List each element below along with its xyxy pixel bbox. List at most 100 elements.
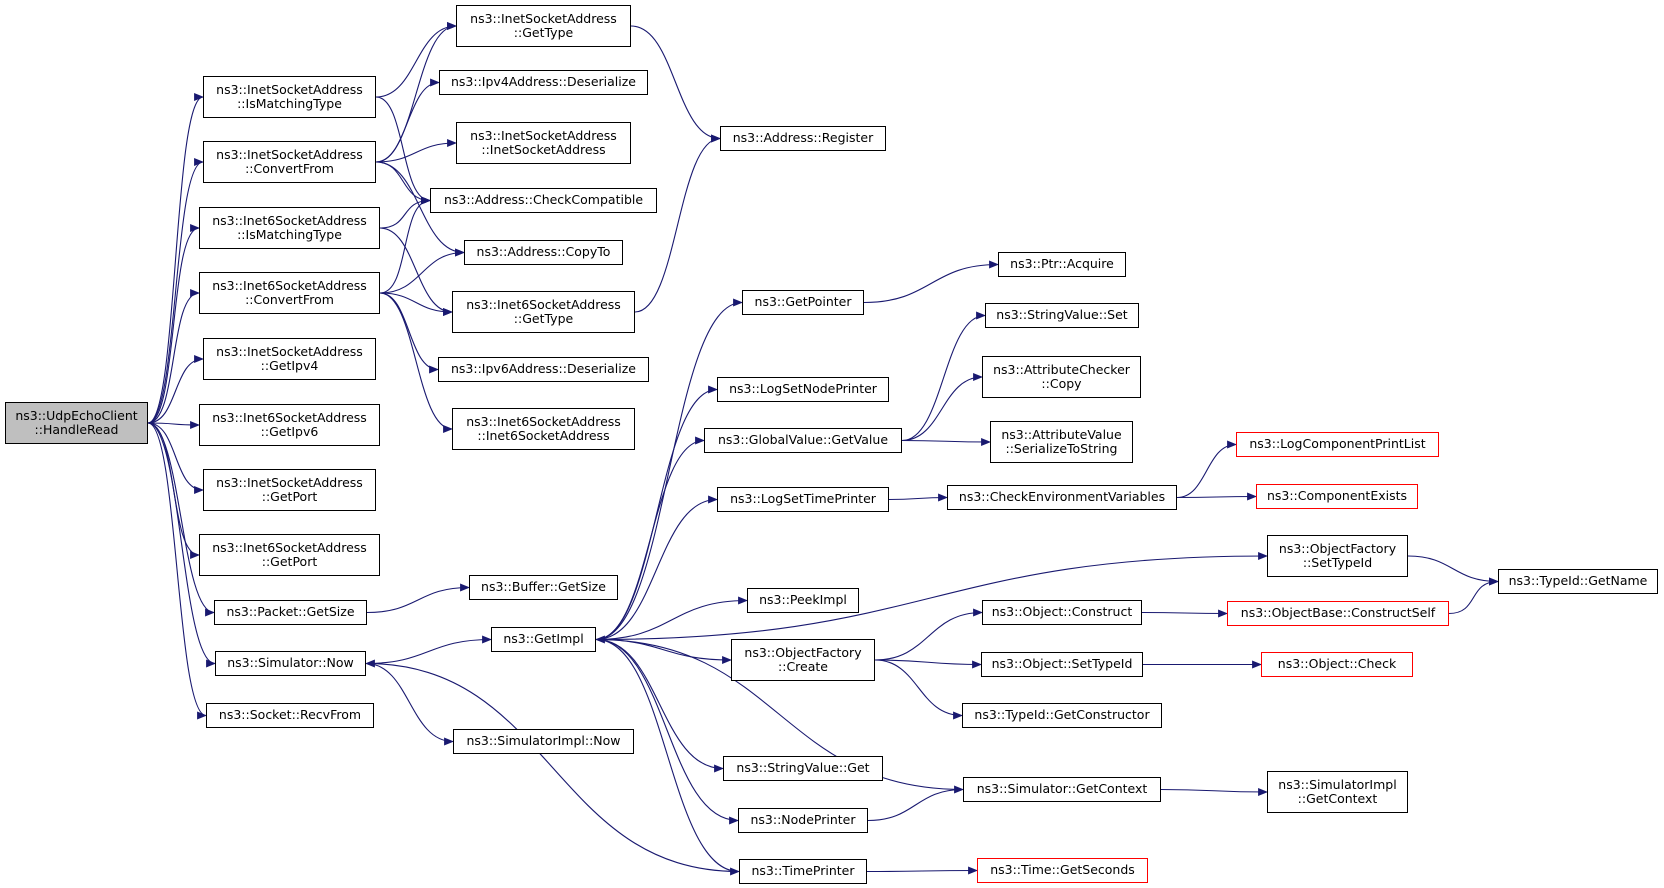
- node-time-get-seconds[interactable]: ns3::Time::GetSeconds: [977, 858, 1148, 883]
- edge-udp-echo-handle-read-to-packet-get-size: [147, 422, 215, 617]
- node-label: ns3::Inet6SocketAddress: [212, 539, 367, 555]
- node-label: ::GetPort: [261, 489, 318, 504]
- node-object-construct[interactable]: ns3::Object::Construct: [982, 600, 1142, 625]
- node-label: ns3::GetImpl: [503, 631, 584, 647]
- node-log-component-print-list[interactable]: ns3::LogComponentPrintList: [1236, 432, 1439, 457]
- node-object-check[interactable]: ns3::Object::Check: [1261, 652, 1413, 677]
- node-inet6-get-type[interactable]: ns3::Inet6SocketAddress::GetType: [452, 291, 635, 333]
- node-socket-recv-from[interactable]: ns3::Socket::RecvFrom: [206, 703, 374, 728]
- edge-inet-is-matching-type-to-inet-get-type: [375, 22, 457, 98]
- node-inet-convert-from[interactable]: ns3::InetSocketAddress::ConvertFrom: [203, 141, 376, 183]
- node-string-value-set[interactable]: ns3::StringValue::Set: [985, 303, 1139, 328]
- edge-node-printer-to-simulator-get-context: [867, 785, 964, 822]
- node-packet-get-size[interactable]: ns3::Packet::GetSize: [214, 600, 367, 625]
- node-inet6-is-matching-type[interactable]: ns3::Inet6SocketAddress::IsMatchingType: [199, 207, 380, 249]
- node-udp-echo-handle-read: ns3::UdpEchoClient::HandleRead: [5, 402, 148, 444]
- node-ipv6-deserialize[interactable]: ns3::Ipv6Address::Deserialize: [438, 357, 649, 382]
- node-label: ns3::AttributeValue: [1001, 426, 1122, 442]
- node-address-copy-to[interactable]: ns3::Address::CopyTo: [464, 240, 623, 265]
- node-inet-is-matching-type[interactable]: ns3::InetSocketAddress::IsMatchingType: [203, 76, 376, 118]
- node-inet-get-port[interactable]: ns3::InetSocketAddress::GetPort: [203, 469, 376, 511]
- node-inet-get-ipv4[interactable]: ns3::InetSocketAddress::GetIpv4: [203, 338, 376, 380]
- node-label: ns3::InetSocketAddress: [216, 343, 363, 359]
- node-time-printer[interactable]: ns3::TimePrinter: [739, 859, 867, 884]
- node-component-exists[interactable]: ns3::ComponentExists: [1256, 484, 1418, 509]
- node-log-set-time-printer[interactable]: ns3::LogSetTimePrinter: [717, 487, 889, 512]
- edge-get-impl-to-object-factory-create: [595, 638, 732, 664]
- node-label: ns3::Ptr::Acquire: [1010, 256, 1114, 272]
- edge-global-value-get-value-to-attribute-value-serialize: [901, 438, 991, 446]
- node-type-id-get-name[interactable]: ns3::TypeId::GetName: [1498, 569, 1658, 594]
- edge-simulator-get-context-to-simulator-impl-get-context: [1160, 788, 1268, 796]
- node-get-pointer[interactable]: ns3::GetPointer: [742, 290, 864, 315]
- edge-inet6-convert-from-to-ipv6-deserialize: [379, 292, 439, 374]
- edge-object-factory-create-to-object-construct: [874, 608, 983, 661]
- edge-global-value-get-value-to-attribute-checker-copy: [901, 373, 983, 442]
- node-label: ::HandleRead: [34, 422, 119, 437]
- node-address-register[interactable]: ns3::Address::Register: [720, 126, 886, 151]
- node-global-value-get-value[interactable]: ns3::GlobalValue::GetValue: [704, 428, 902, 453]
- node-attribute-checker-copy[interactable]: ns3::AttributeChecker::Copy: [982, 356, 1141, 398]
- node-label: ns3::Object::Construct: [991, 604, 1133, 620]
- node-object-base-construct-self[interactable]: ns3::ObjectBase::ConstructSelf: [1227, 601, 1449, 626]
- node-simulator-now[interactable]: ns3::Simulator::Now: [215, 651, 366, 676]
- node-label: ::InetSocketAddress: [481, 142, 606, 157]
- node-string-value-get[interactable]: ns3::StringValue::Get: [723, 756, 883, 781]
- node-label: ::Create: [778, 659, 828, 674]
- edge-inet-is-matching-type-to-address-check-compatible: [375, 96, 431, 205]
- node-object-set-type-id[interactable]: ns3::Object::SetTypeId: [981, 652, 1143, 677]
- node-inet6-convert-from[interactable]: ns3::Inet6SocketAddress::ConvertFrom: [199, 272, 380, 314]
- node-get-impl[interactable]: ns3::GetImpl: [491, 627, 596, 652]
- node-address-check-compatible[interactable]: ns3::Address::CheckCompatible: [430, 188, 657, 213]
- node-simulator-impl-now[interactable]: ns3::SimulatorImpl::Now: [453, 729, 634, 754]
- node-check-env-vars[interactable]: ns3::CheckEnvironmentVariables: [947, 485, 1177, 510]
- node-label: ns3::Simulator::GetContext: [976, 781, 1148, 797]
- edge-udp-echo-handle-read-to-inet-convert-from: [147, 158, 204, 424]
- node-ipv4-deserialize[interactable]: ns3::Ipv4Address::Deserialize: [439, 70, 648, 95]
- edge-log-set-time-printer-to-check-env-vars: [888, 493, 948, 502]
- edge-get-impl-to-node-printer: [595, 638, 739, 825]
- node-inet-get-type[interactable]: ns3::InetSocketAddress::GetType: [456, 5, 631, 47]
- node-label: ns3::Packet::GetSize: [226, 604, 355, 620]
- node-simulator-get-context[interactable]: ns3::Simulator::GetContext: [963, 777, 1161, 802]
- edge-inet6-convert-from-to-inet6-ctor: [379, 292, 453, 433]
- node-inet6-get-ipv6[interactable]: ns3::Inet6SocketAddress::GetIpv6: [199, 404, 380, 446]
- node-inet6-ctor[interactable]: ns3::Inet6SocketAddress::Inet6SocketAddr…: [452, 408, 635, 450]
- node-object-factory-create[interactable]: ns3::ObjectFactory::Create: [731, 639, 875, 681]
- node-peek-impl[interactable]: ns3::PeekImpl: [747, 588, 859, 613]
- node-label: ns3::StringValue::Set: [996, 307, 1128, 323]
- node-inet6-get-port[interactable]: ns3::Inet6SocketAddress::GetPort: [199, 534, 380, 576]
- edge-udp-echo-handle-read-to-inet-get-port: [147, 422, 204, 494]
- node-label: ns3::GlobalValue::GetValue: [717, 432, 889, 448]
- node-label: ::IsMatchingType: [237, 227, 342, 242]
- edge-get-impl-to-object-factory-set-type-id: [595, 552, 1268, 641]
- node-label: ns3::Buffer::GetSize: [481, 579, 606, 595]
- node-label: ns3::InetSocketAddress: [216, 474, 363, 490]
- node-label: ::GetType: [513, 311, 574, 326]
- node-label: ns3::Socket::RecvFrom: [218, 707, 362, 723]
- node-label: ns3::InetSocketAddress: [216, 81, 363, 97]
- node-label: ns3::PeekImpl: [759, 592, 847, 608]
- node-label: ns3::Inet6SocketAddress: [466, 296, 621, 312]
- node-label: ::SerializeToString: [1005, 441, 1118, 456]
- node-object-factory-set-type-id[interactable]: ns3::ObjectFactory::SetTypeId: [1267, 535, 1408, 577]
- node-label: ns3::InetSocketAddress: [470, 127, 617, 143]
- node-log-set-node-printer[interactable]: ns3::LogSetNodePrinter: [717, 377, 889, 402]
- edge-inet6-is-matching-type-to-address-check-compatible: [379, 196, 431, 229]
- node-label: ::GetIpv4: [260, 358, 319, 373]
- node-attribute-value-serialize[interactable]: ns3::AttributeValue::SerializeToString: [990, 421, 1133, 463]
- node-label: ns3::Address::Register: [732, 130, 874, 146]
- node-label: ns3::ObjectFactory: [1278, 540, 1397, 556]
- edge-udp-echo-handle-read-to-inet6-is-matching-type: [147, 224, 200, 424]
- node-node-printer[interactable]: ns3::NodePrinter: [738, 808, 868, 833]
- node-type-id-get-constructor[interactable]: ns3::TypeId::GetConstructor: [962, 703, 1162, 728]
- node-simulator-impl-get-context[interactable]: ns3::SimulatorImpl::GetContext: [1267, 771, 1408, 813]
- edge-time-printer-to-simulator-now: [365, 659, 740, 873]
- node-ptr-acquire[interactable]: ns3::Ptr::Acquire: [998, 252, 1126, 277]
- node-label: ns3::Ipv6Address::Deserialize: [451, 361, 636, 377]
- node-buffer-get-size[interactable]: ns3::Buffer::GetSize: [469, 575, 618, 600]
- node-inet-ctor[interactable]: ns3::InetSocketAddress::InetSocketAddres…: [456, 122, 631, 164]
- edge-object-base-construct-self-to-type-id-get-name: [1448, 577, 1499, 615]
- edge-simulator-now-to-simulator-impl-now: [365, 662, 454, 746]
